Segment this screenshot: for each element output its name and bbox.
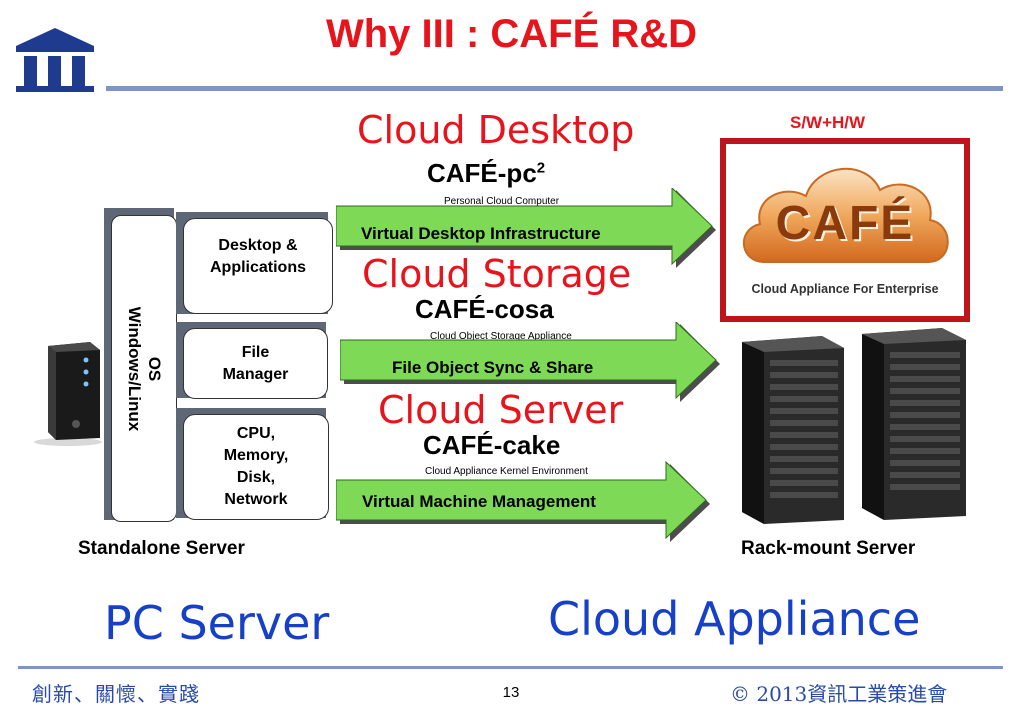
cafe-cosa-name: CAFÉ-cosa [415,294,554,324]
vm-management-arrow [336,460,710,542]
cafe-pc-name-text: CAFÉ-pc [427,158,537,188]
standalone-server-caption: Standalone Server [78,538,245,559]
cafe-pc-name: CAFÉ-pc2 [427,158,545,189]
iii-logo [12,26,98,94]
cloud-server-heading: Cloud Server [378,388,624,432]
footer-motto: 創新、關懷、實踐 [32,682,200,706]
sync-share-arrow-label: File Object Sync & Share [392,358,594,377]
os-label: OS Windows/Linux [125,306,164,431]
vm-management-arrow-label: Virtual Machine Management [362,492,596,511]
os-box [111,215,177,522]
cafe-cake-subtitle: Cloud Appliance Kernel Environment [425,466,588,477]
cafe-logo-caption: Cloud Appliance For Enterprise [751,282,939,296]
rack-mount-server-caption: Rack-mount Server [741,538,916,559]
cloud-storage-heading: Cloud Storage [362,252,632,296]
desktop-applications-box: Desktop & Applications [183,218,333,314]
desktop-applications-label: Desktop & Applications [209,237,306,276]
sw-hw-label: S/W+H/W [790,113,866,132]
rack-servers-image [736,326,972,526]
cafe-cloud-logo [734,150,956,310]
footer-copyright: © 2013資訊工業策進會 [730,682,948,706]
cafe-logo-text: CAFÉ [775,197,915,250]
os-label-container: OS Windows/Linux [111,215,177,522]
hardware-resources-label: CPU, Memory, Disk, Network [223,425,289,508]
file-manager-box: File Manager [183,328,328,399]
page-number: 13 [502,684,520,701]
standalone-server-image [30,340,108,448]
file-manager-label: File Manager [222,343,289,383]
vdi-arrow [336,188,716,268]
cafe-cake-name: CAFÉ-cake [423,430,561,460]
header-divider [106,86,1003,91]
cloud-appliance-label: Cloud Appliance [548,592,921,646]
pc-server-label: PC Server [104,596,330,650]
sync-share-arrow [340,322,720,402]
footer-divider [18,666,1003,669]
page-title: Why III : CAFÉ R&D [325,12,698,56]
hardware-resources-box: CPU, Memory, Disk, Network [183,414,329,520]
vdi-arrow-label: Virtual Desktop Infrastructure [361,224,601,243]
cafe-pc-name-sup: 2 [536,159,546,177]
cloud-desktop-heading: Cloud Desktop [357,108,635,152]
cafe-pc-subtitle: Personal Cloud Computer [444,196,560,207]
cafe-cosa-subtitle: Cloud Object Storage Appliance [430,331,572,342]
